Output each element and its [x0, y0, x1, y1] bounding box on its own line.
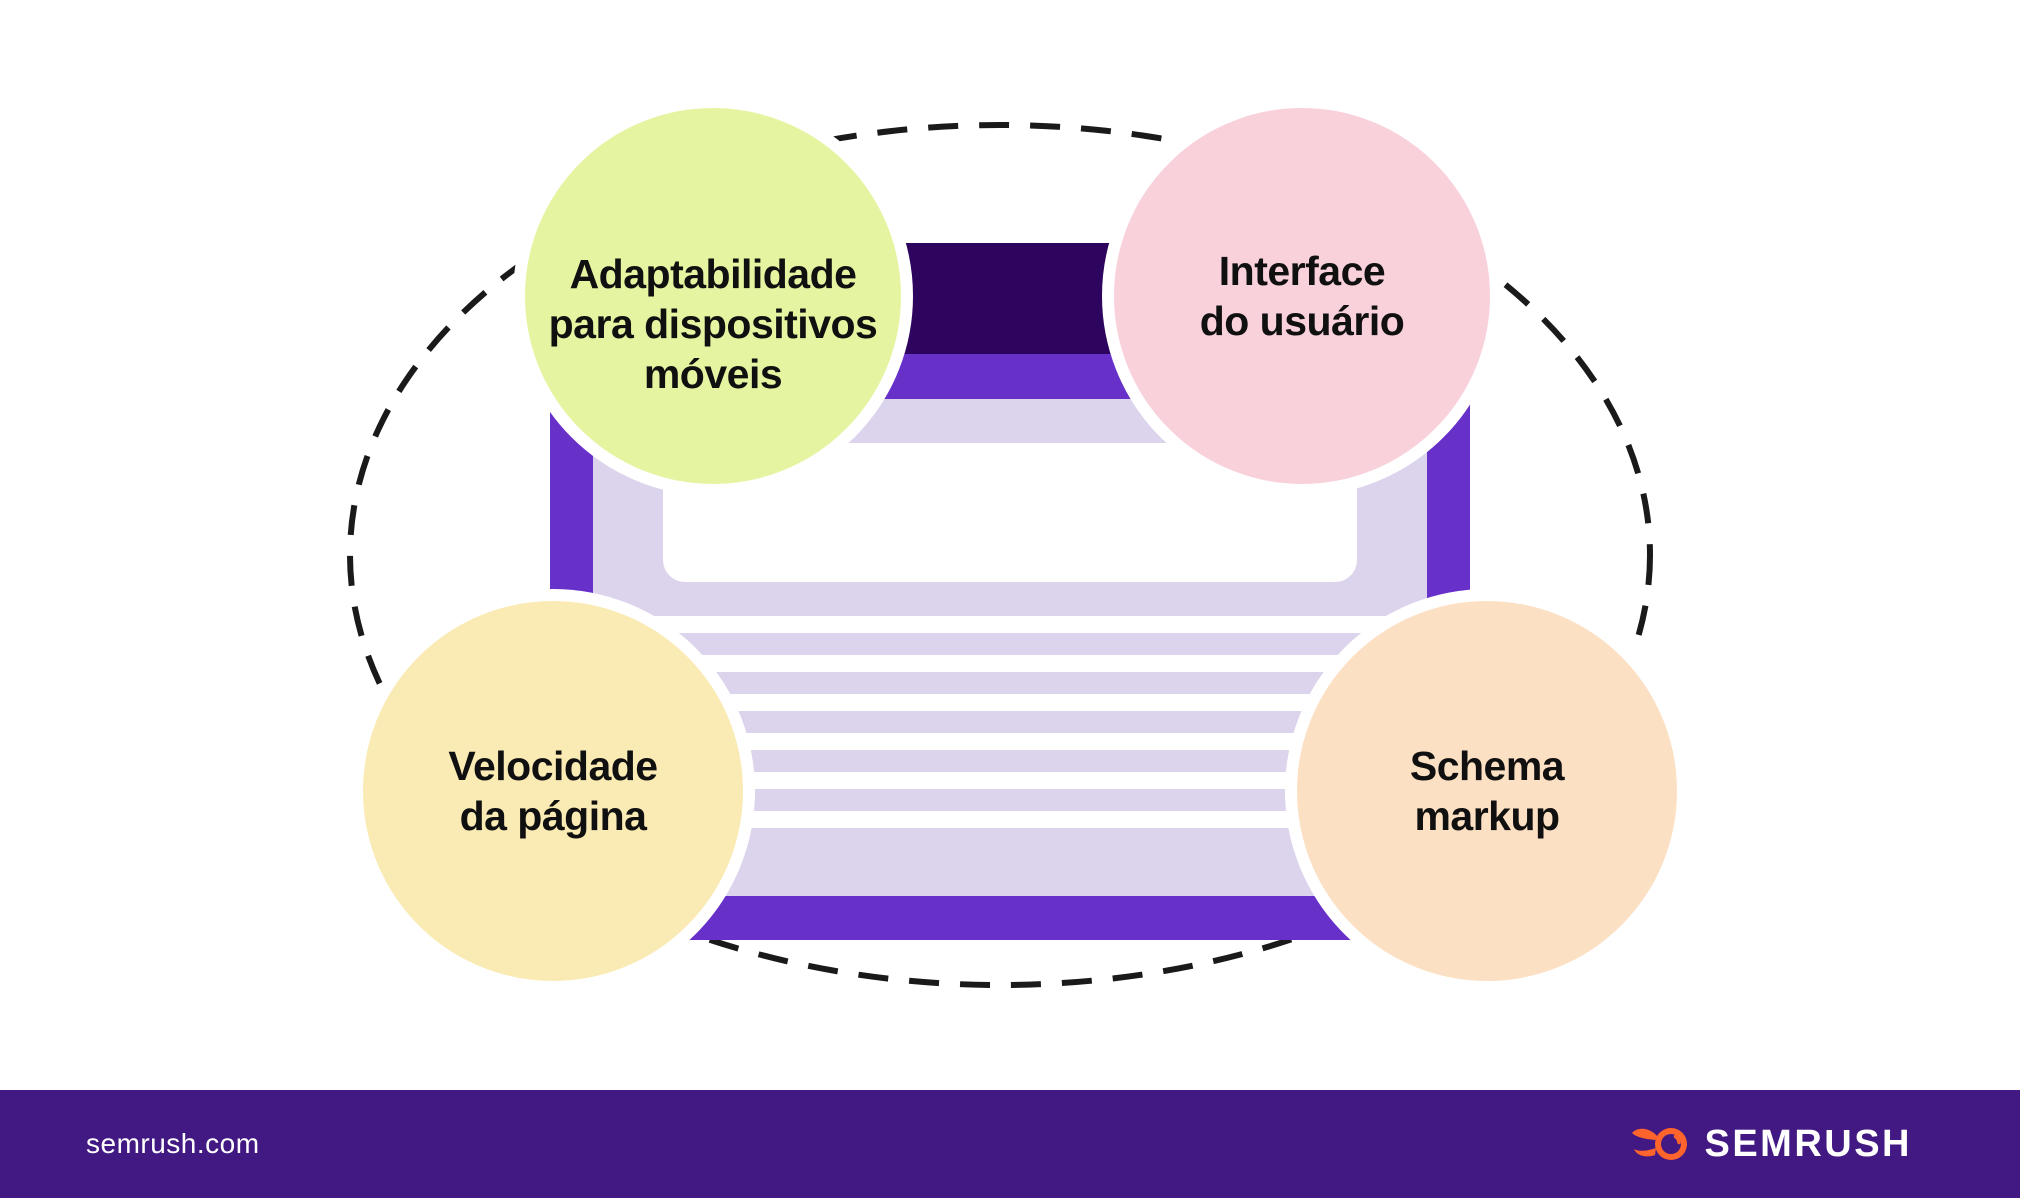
flame-upper: [1632, 1128, 1659, 1140]
footer-bar: semrush.com SEMRUSH: [0, 1090, 2020, 1198]
semrush-logo: SEMRUSH: [1631, 1123, 1912, 1166]
semrush-wordmark: SEMRUSH: [1704, 1122, 1912, 1165]
dashed-ellipse-path: [347, 122, 1653, 988]
node-mobile-friendliness-label: Adaptabilidade para dispositivos móveis: [548, 251, 878, 397]
node-user-interface-label: Interface do usuário: [1199, 248, 1405, 344]
browser-text-line-gap: [593, 694, 1427, 711]
node-schema-markup: Schema markup: [1285, 589, 1689, 993]
flame-lower: [1634, 1148, 1657, 1157]
flame-ball-highlight: [1674, 1134, 1682, 1145]
node-page-speed-label: Velocidade da página: [448, 743, 658, 839]
browser-text-line-gap: [593, 616, 1427, 633]
node-mobile-friendliness: Adaptabilidade para dispositivos móveis: [513, 96, 913, 496]
node-page-speed: Velocidade da página: [351, 589, 755, 993]
semrush-flame-icon: [1632, 1128, 1688, 1160]
browser-text-line-gap: [593, 811, 1427, 828]
website-url: semrush.com: [86, 1128, 260, 1159]
node-user-interface: Interface do usuário: [1102, 96, 1502, 496]
browser-text-line-gap: [593, 772, 1427, 789]
browser-window-illustration: [550, 243, 1470, 940]
browser-text-line-gap: [593, 733, 1427, 750]
node-schema-markup-label: Schema markup: [1409, 743, 1565, 839]
browser-text-line-gap: [593, 655, 1427, 672]
